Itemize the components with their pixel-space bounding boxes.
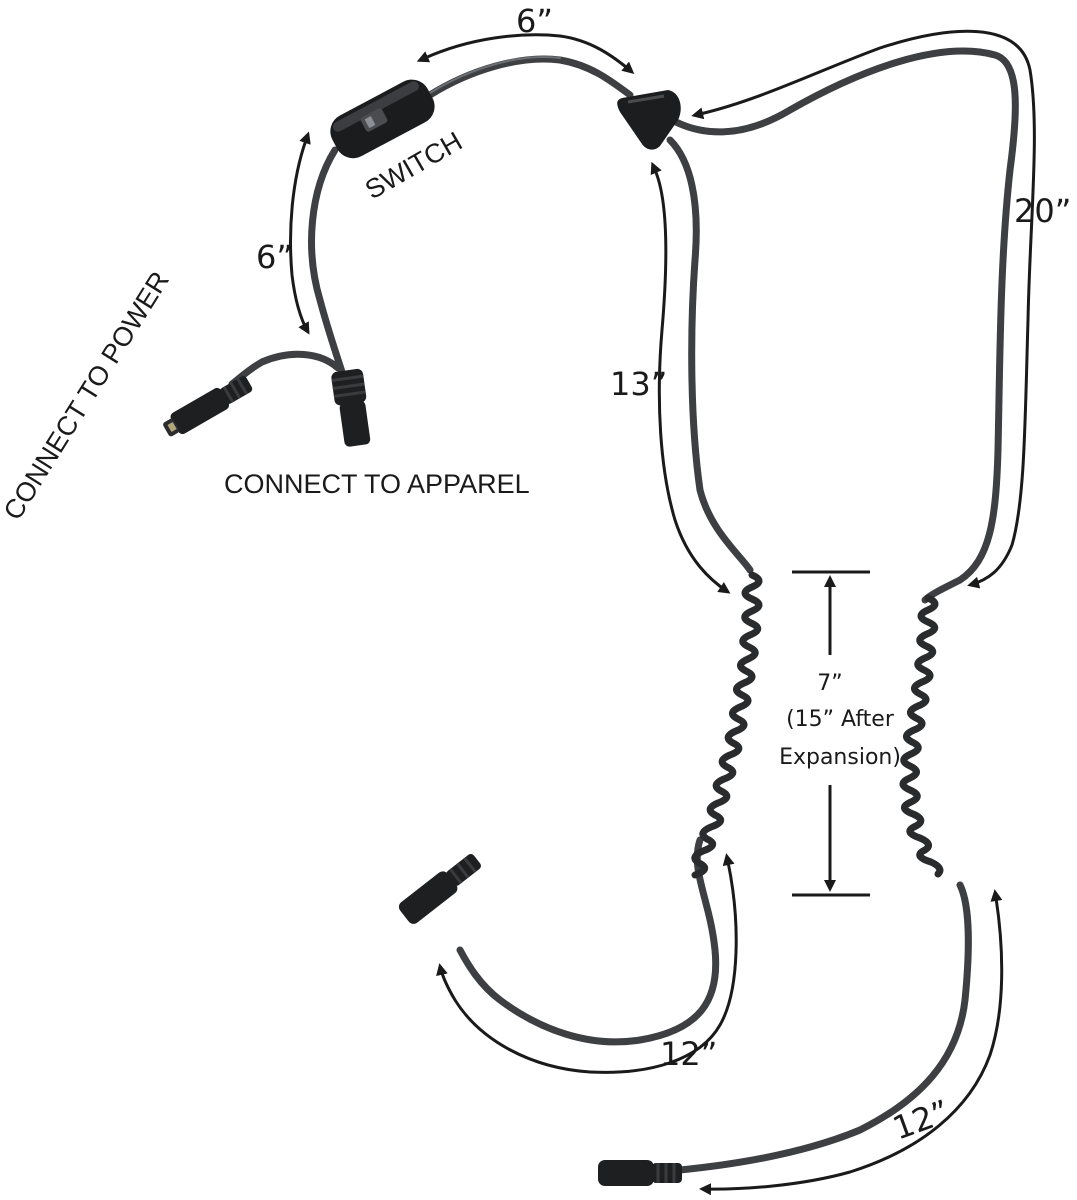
arrow-right-tail: [699, 889, 1004, 1196]
cable-right-loop: [668, 47, 1019, 604]
dim-switch-to-split: 6”: [256, 238, 293, 276]
arrow-right-loop: [691, 29, 1036, 589]
connector-power: [163, 376, 253, 437]
connector-apparel: [331, 368, 371, 447]
arrow-top-span: [416, 33, 635, 74]
coil-right: [899, 594, 944, 878]
dim-coil-line3: Expansion): [779, 745, 901, 770]
dim-top-span: 6”: [516, 2, 553, 40]
connector-left-tail: [398, 853, 481, 924]
arrow-switch-down: [289, 131, 311, 335]
y-splitter: [617, 90, 681, 150]
coil-left: [691, 571, 763, 879]
label-connect-power: CONNECT TO POWER: [0, 266, 175, 525]
label-connect-apparel: CONNECT TO APPAREL: [224, 469, 530, 499]
dim-left-tail: 12”: [660, 1035, 717, 1073]
dim-left-drop: 13”: [610, 365, 667, 403]
dim-right-loop: 20”: [1014, 192, 1071, 230]
cable-switch-to-junction: [308, 146, 346, 376]
dim-right-tail: 12”: [888, 1092, 955, 1147]
cable-harness: [228, 47, 1019, 1174]
cable-power-lead: [228, 350, 342, 388]
cable-left-drop: [666, 136, 754, 574]
cable-left-tail: [456, 836, 720, 1046]
connector-right-tail: [598, 1160, 682, 1186]
dimension-arrows: [289, 29, 1036, 1196]
dim-coil-line1: 7”: [817, 671, 842, 696]
inline-switch: [330, 79, 435, 159]
dim-coil-line2: (15” After: [786, 707, 895, 732]
arrow-left-drop: [650, 161, 731, 594]
